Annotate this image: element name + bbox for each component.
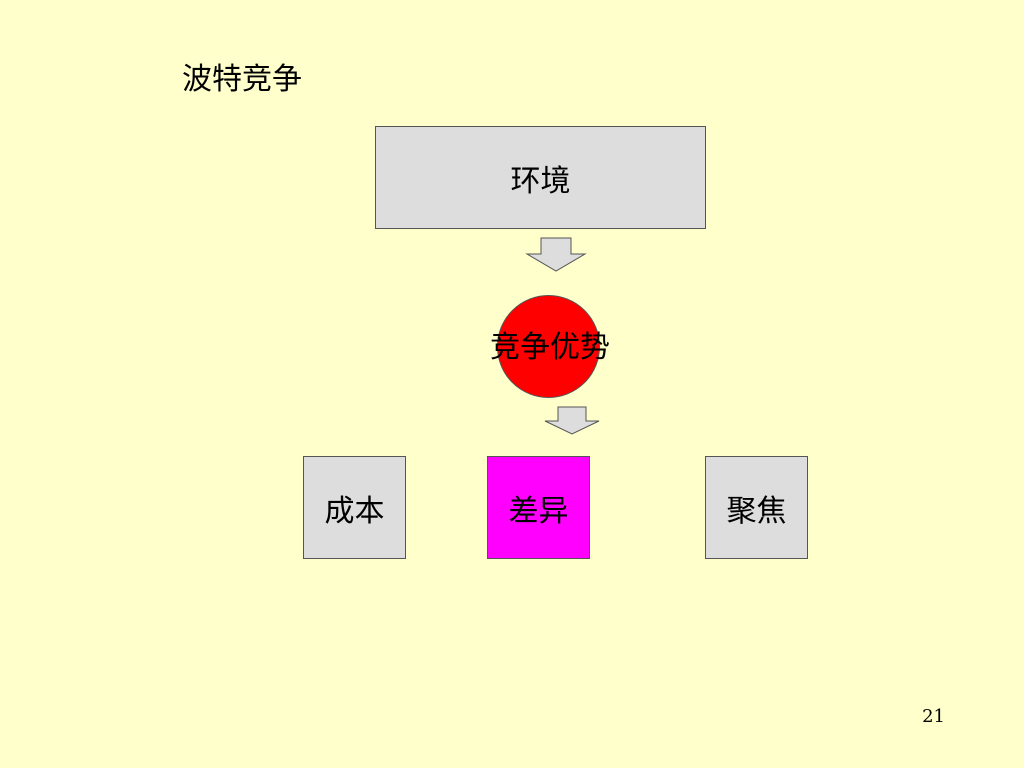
slide-title: 波特竞争	[182, 62, 302, 97]
strategy-box-differentiation: 差异	[487, 456, 590, 559]
down-arrow-1	[525, 237, 587, 272]
strategy-label-cost: 成本	[324, 493, 385, 529]
strategy-label-focus: 聚焦	[726, 493, 787, 529]
environment-box: 环境	[375, 126, 706, 229]
page-number: 21	[922, 706, 945, 727]
strategy-box-focus: 聚焦	[705, 456, 808, 559]
down-arrow-1-shape	[525, 237, 587, 272]
environment-label: 环境	[510, 163, 571, 199]
advantage-label: 竞争优势	[490, 330, 610, 365]
down-arrow-2-shape	[544, 406, 600, 435]
advantage-circle	[497, 295, 600, 398]
down-arrow-2	[544, 406, 600, 435]
strategy-box-cost: 成本	[303, 456, 406, 559]
strategy-label-differentiation: 差异	[508, 493, 569, 529]
